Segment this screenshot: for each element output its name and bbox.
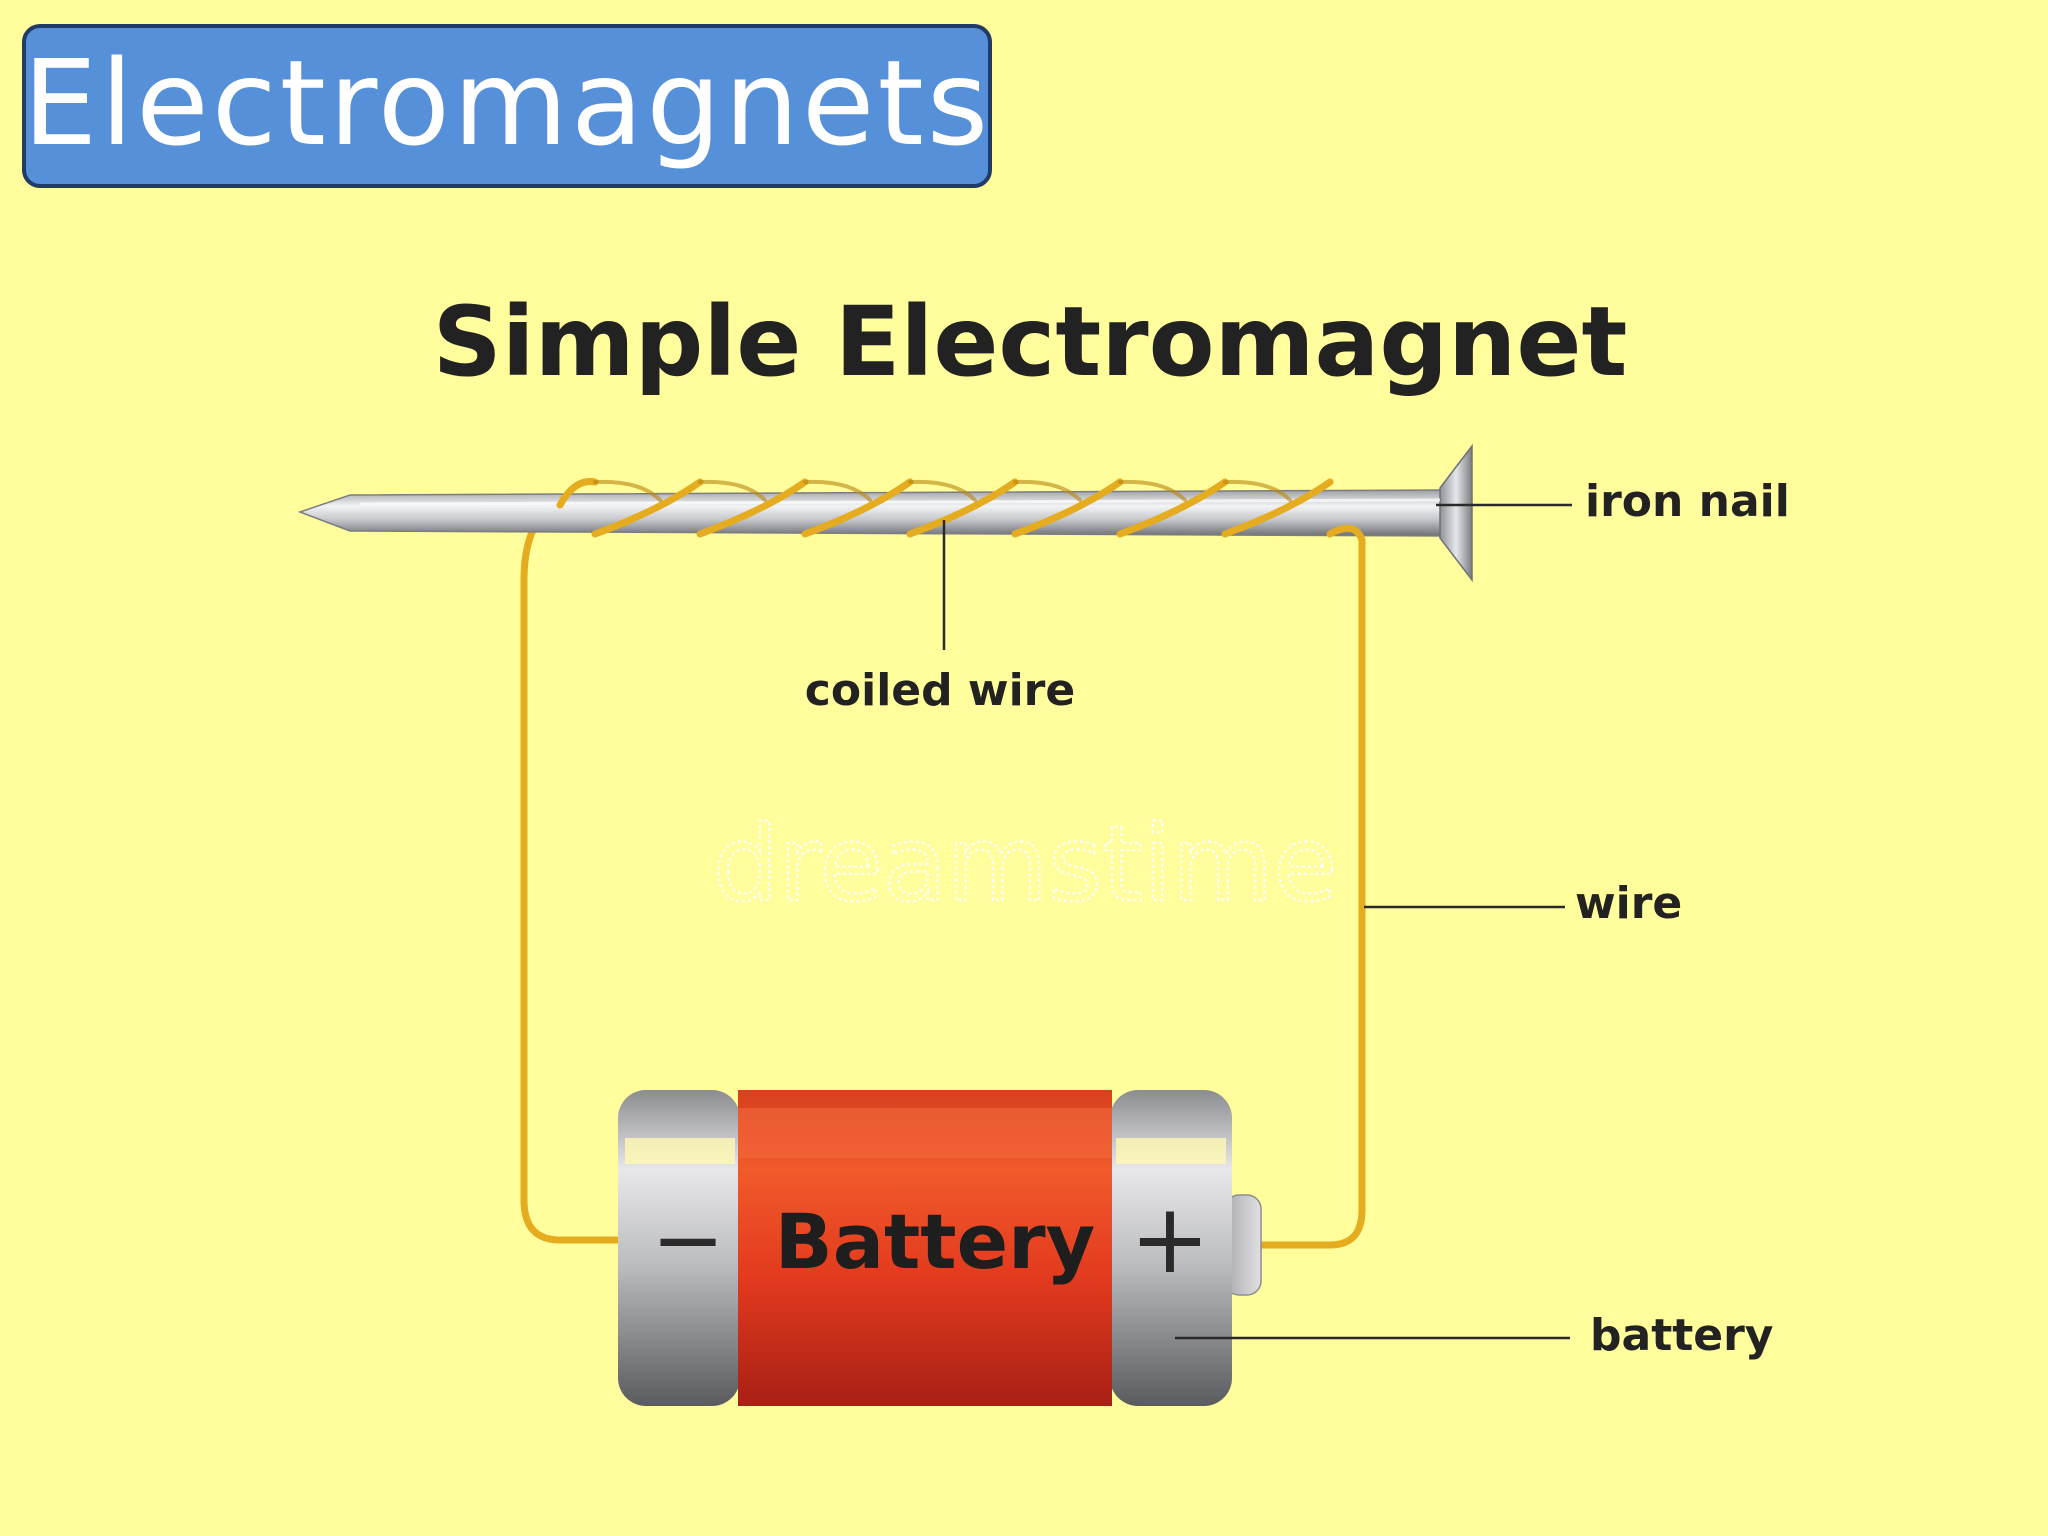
leader-lines [942,503,1572,1340]
label-battery: battery [1590,1310,1773,1361]
wire-right [1260,540,1366,1249]
battery: Battery − + [618,1090,1262,1406]
label-iron-nail: iron nail [1585,476,1790,527]
battery-positive-end [1110,1090,1232,1406]
iron-nail [297,443,1473,583]
battery-label: Battery [775,1197,1095,1286]
slide-title-frame: Electromagnets [22,24,992,188]
coiled-wire [556,478,1366,544]
battery-negative-end [618,1090,740,1406]
slide-title-overlay: Electromagnets [22,34,992,172]
watermark: dreamstime [713,803,1338,925]
label-wire: wire [1575,878,1682,929]
battery-positive-symbol: + [1130,1183,1210,1295]
label-coiled-wire: coiled wire [805,665,1075,716]
battery-negative-symbol: − [651,1188,725,1291]
title-box-fill [24,26,990,186]
diagram-title: Simple Electromagnet [433,286,1628,398]
